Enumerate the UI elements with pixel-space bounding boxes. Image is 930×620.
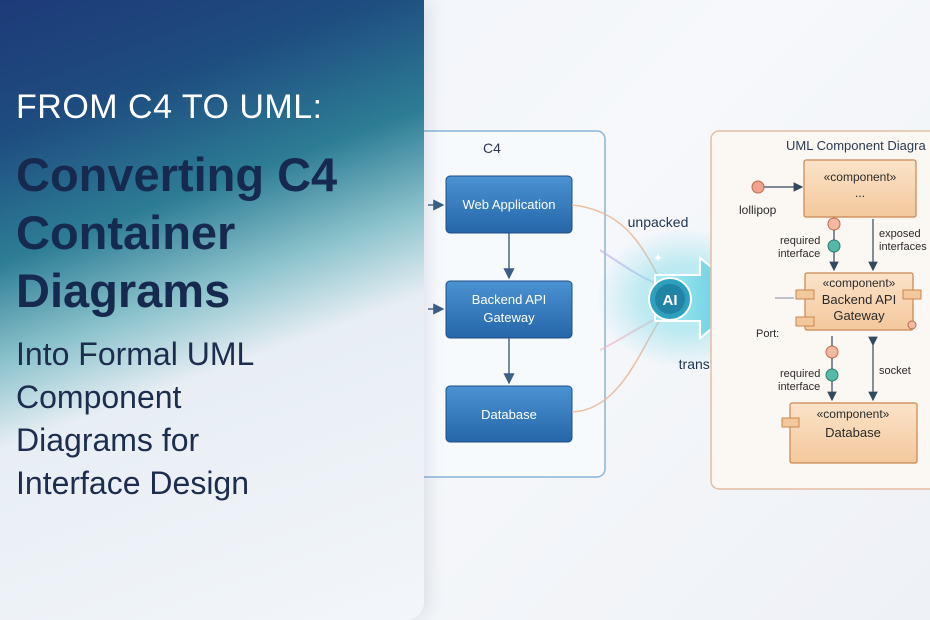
port-icon [795, 289, 815, 300]
title-headline: Converting C4 Container Diagrams [16, 146, 416, 320]
component-stereotype: «component» [824, 170, 897, 184]
label-required-interface: required [780, 235, 820, 247]
uml-component-database[interactable]: «component» Database [781, 402, 918, 464]
c4-panel-title: C4 [483, 140, 501, 156]
c4-node-label: Backend API [472, 292, 546, 307]
uml-component-backend-api-gateway[interactable]: «component» Backend API Gateway [795, 272, 922, 331]
label-required-interface: interface [778, 381, 820, 393]
subline-line: Diagrams for [16, 422, 200, 458]
label-port: Port: [756, 328, 779, 340]
label-socket: socket [879, 365, 911, 377]
subline-line: Component [16, 379, 182, 415]
subline-line: Interface Design [16, 465, 250, 501]
subline-line: Into Formal UML [16, 336, 255, 372]
c4-node-label: Web Application [463, 197, 556, 212]
title-kicker: FROM C4 TO UML: [16, 88, 323, 126]
label-required-interface: required [780, 368, 820, 380]
component-name: Database [825, 425, 881, 440]
uml-component-top[interactable]: «component» ... [803, 159, 917, 218]
provided-interface-icon [827, 239, 841, 253]
lollipop-icon [751, 180, 804, 194]
required-socket-icon [827, 217, 841, 231]
component-name: ... [855, 186, 865, 200]
c4-node-label: Database [481, 407, 537, 422]
label-unpacked: unpacked [628, 214, 689, 230]
headline-line: Diagrams [16, 264, 231, 317]
port-icon [781, 417, 800, 428]
ai-badge-text: AI [663, 292, 678, 309]
c4-node-label: Gateway [483, 310, 535, 325]
label-exposed-interfaces: exposed [879, 228, 921, 240]
label-lollipop: lollipop [739, 203, 777, 217]
c4-node-backend-api-gateway[interactable]: Backend API Gateway [445, 280, 573, 339]
component-name: Gateway [833, 308, 885, 323]
headline-line: Converting C4 [16, 148, 338, 201]
component-stereotype: «component» [823, 276, 896, 290]
component-stereotype: «component» [817, 407, 890, 421]
provided-interface-icon [825, 368, 839, 382]
uml-panel-title: UML Component Diagra [786, 138, 926, 153]
c4-node-web-application[interactable]: Web Application [445, 175, 573, 234]
port-icon [795, 316, 815, 327]
component-name: Backend API [822, 292, 896, 307]
c4-node-database[interactable]: Database [445, 385, 573, 443]
label-required-interface: interface [778, 248, 820, 260]
label-exposed-interfaces: interfaces [879, 241, 927, 253]
headline-line: Container [16, 206, 236, 259]
port-icon [902, 289, 922, 300]
socket-icon [907, 320, 917, 330]
uml-panel: UML Component Diagra «component» ... lol… [710, 130, 930, 490]
title-panel: FROM C4 TO UML: Converting C4 Container … [0, 0, 424, 620]
title-subline: Into Formal UML Component Diagrams for I… [16, 333, 416, 505]
sparkle-icon: ✦ [653, 251, 663, 265]
ai-gear-icon: AI [648, 277, 692, 321]
required-socket-icon [825, 345, 839, 359]
